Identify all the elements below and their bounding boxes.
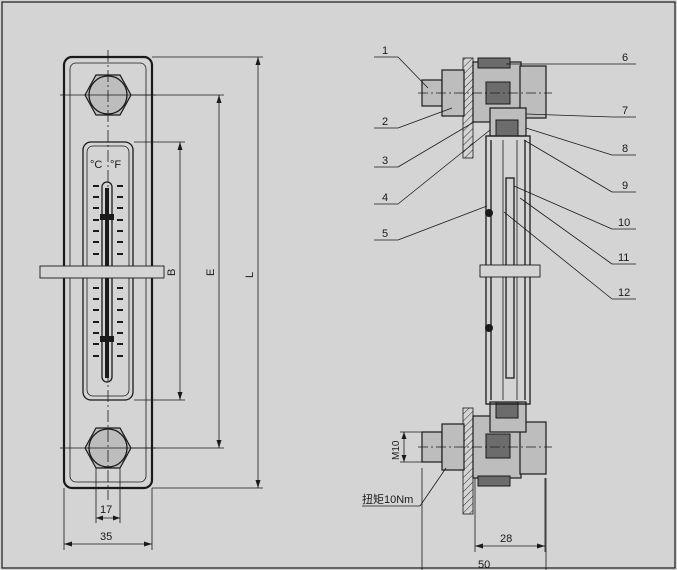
thread-dimension: M10 xyxy=(391,431,440,463)
dimension-50: 50 xyxy=(421,468,547,570)
callout-6: 6 xyxy=(622,52,628,64)
svg-text:35: 35 xyxy=(100,531,112,543)
scale-ticks xyxy=(93,185,123,357)
torque-annotation: 扭矩10Nm xyxy=(362,467,447,507)
dimension-l: L xyxy=(152,56,263,489)
svg-text:17: 17 xyxy=(100,504,112,516)
callout-2: 2 xyxy=(382,116,388,128)
callout-7: 7 xyxy=(622,105,628,117)
callout-9: 9 xyxy=(622,180,628,192)
callout-4: 4 xyxy=(382,192,388,204)
celsius-label: °C xyxy=(90,159,102,171)
break-band xyxy=(39,265,165,279)
callout-8: 8 xyxy=(622,143,628,155)
dimension-28: 28 xyxy=(474,478,546,552)
side-break-band xyxy=(479,264,541,278)
svg-text:B: B xyxy=(166,269,178,276)
svg-text:28: 28 xyxy=(500,533,512,545)
callout-3: 3 xyxy=(382,155,388,167)
svg-text:M10: M10 xyxy=(391,440,402,460)
thermometer-tube xyxy=(101,181,113,383)
svg-text:E: E xyxy=(205,269,217,276)
bottom-fitting xyxy=(418,401,552,487)
side-view: 1 2 3 4 5 6 7 8 9 10 11 12 M10 扭矩10Nm xyxy=(362,45,636,570)
dimension-35: 35 xyxy=(63,488,153,550)
callout-10: 10 xyxy=(618,217,630,229)
front-view: °C °F xyxy=(39,50,263,550)
callout-12: 12 xyxy=(618,287,630,299)
svg-text:L: L xyxy=(244,272,256,278)
dimension-e: E xyxy=(132,94,224,449)
torque-label: 扭矩10Nm xyxy=(362,492,413,506)
callout-11: 11 xyxy=(618,252,629,264)
callout-5: 5 xyxy=(382,228,388,240)
callout-1: 1 xyxy=(382,45,388,57)
svg-text:50: 50 xyxy=(478,559,490,570)
callout-leaders xyxy=(374,56,636,300)
dimension-17: 17 xyxy=(95,468,121,523)
top-fitting xyxy=(418,57,552,137)
dimension-b: B xyxy=(134,141,185,401)
fahrenheit-label: °F xyxy=(110,159,121,171)
